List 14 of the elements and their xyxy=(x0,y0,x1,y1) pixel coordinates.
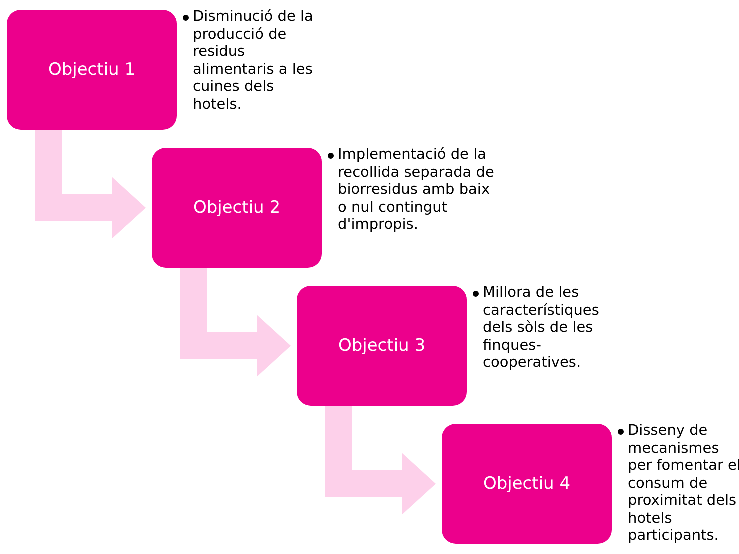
bullet-text: Implementació de la recollida separada de biorresidus amb baix o nul contingut d'impropis. xyxy=(338,147,496,234)
bent-arrow xyxy=(180,268,291,377)
objective-box xyxy=(152,148,322,268)
objective-box xyxy=(297,286,467,406)
objective-label: Objectiu 4 xyxy=(483,474,571,494)
bullet-text: Millora de les característiques dels sòls de les finques-cooperatives. xyxy=(483,285,600,372)
objective-box xyxy=(442,424,612,544)
objective-box xyxy=(7,10,177,130)
bent-arrow xyxy=(36,130,146,239)
objective-label: Objectiu 2 xyxy=(193,198,281,218)
objective-label: Objectiu 1 xyxy=(48,60,136,80)
bent-arrow xyxy=(326,406,436,515)
objective-label: Objectiu 3 xyxy=(338,336,426,356)
bullet-text: Disminució de la producció de residus alimentaris a les cuines dels hotels. xyxy=(193,9,314,114)
